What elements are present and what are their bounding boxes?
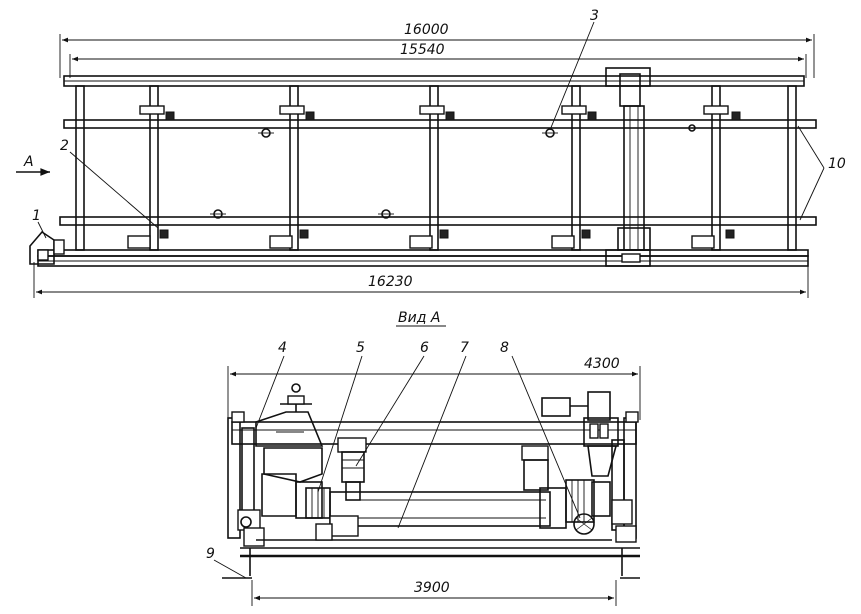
dim-15540-text: 15540 xyxy=(400,42,445,58)
left-head xyxy=(255,383,324,447)
upper-beam xyxy=(63,119,817,129)
callout-10-label: 10 xyxy=(828,156,846,172)
section-base xyxy=(222,539,640,579)
section-top-beam xyxy=(231,421,637,445)
top-view: 16000 15540 xyxy=(16,8,846,298)
upper-clamps xyxy=(139,105,741,121)
dim-3900-text: 3900 xyxy=(414,580,450,596)
right-upper-unit xyxy=(541,391,619,477)
dim-16230: 16230 xyxy=(33,262,809,298)
left-column xyxy=(227,411,265,547)
callout-1: 1 xyxy=(32,208,47,239)
right-post xyxy=(787,85,797,251)
callout-2: 2 xyxy=(60,138,159,229)
callout-4: 4 xyxy=(255,340,287,429)
gantry-carriage xyxy=(605,67,651,267)
section-title: Вид А xyxy=(398,310,440,326)
base-rail-1 xyxy=(37,249,809,257)
cross-members xyxy=(149,85,721,251)
dim-16000: 16000 xyxy=(59,22,815,78)
callout-6-label: 6 xyxy=(420,340,429,356)
callout-10: 10 xyxy=(797,125,846,221)
dim-16000-text: 16000 xyxy=(404,22,449,38)
center-unit xyxy=(337,437,367,501)
view-arrow-a: A xyxy=(16,154,50,176)
dim-16230-text: 16230 xyxy=(368,274,413,290)
callout-9: 9 xyxy=(206,546,247,579)
callout-5: 5 xyxy=(317,340,365,493)
gear-wheel xyxy=(573,513,595,535)
callout-8: 8 xyxy=(500,340,581,519)
callout-7-label: 7 xyxy=(460,340,469,356)
drive-unit xyxy=(29,230,65,265)
callout-8-label: 8 xyxy=(500,340,509,356)
callout-3-label: 3 xyxy=(590,8,599,24)
callout-4-label: 4 xyxy=(278,340,287,356)
callout-3: 3 xyxy=(549,8,599,131)
beam-markers xyxy=(210,124,696,219)
callout-6: 6 xyxy=(355,340,429,467)
right-motor xyxy=(521,445,611,529)
callout-2-label: 2 xyxy=(60,138,69,154)
lower-clamps xyxy=(127,229,735,249)
dim-3900: 3900 xyxy=(251,580,617,606)
left-post xyxy=(75,85,85,251)
view-arrow-label: A xyxy=(23,154,34,170)
callout-7: 7 xyxy=(397,340,469,529)
dim-15540: 15540 xyxy=(69,42,807,78)
shaft xyxy=(315,491,551,541)
callout-1-label: 1 xyxy=(32,208,41,224)
callout-5-label: 5 xyxy=(356,340,365,356)
dim-4300-text: 4300 xyxy=(584,356,620,372)
section-view: Вид А 4300 xyxy=(206,310,641,606)
callout-9-label: 9 xyxy=(206,546,215,562)
dim-4300: 4300 xyxy=(227,356,641,420)
right-column xyxy=(611,411,639,543)
left-motor xyxy=(261,447,331,519)
